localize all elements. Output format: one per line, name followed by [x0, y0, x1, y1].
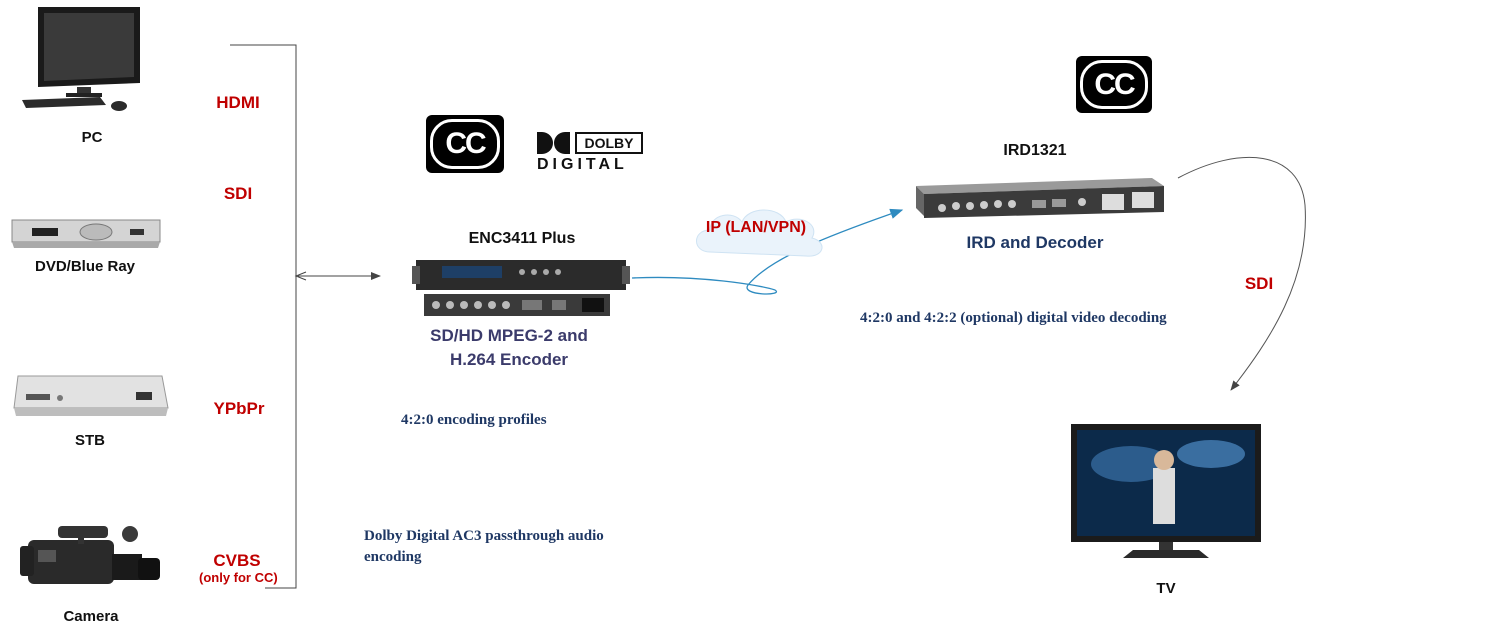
camera-icon: [18, 522, 163, 597]
encoder-feature-audio: Dolby Digital AC3 passthrough audio enco…: [364, 528, 604, 565]
sdi-input-label: SDI: [223, 184, 253, 203]
camera-label: Camera: [63, 608, 119, 625]
tv-icon: [1071, 424, 1261, 560]
ird-device-icon: [912, 172, 1164, 220]
encoder-feature-profiles: 4:2:0 encoding profiles: [401, 412, 547, 428]
encoder-title: ENC3411 Plus: [468, 230, 576, 247]
dvd-label: DVD/Blue Ray: [34, 258, 136, 275]
cc-logo-encoder: CC: [426, 115, 504, 173]
source-bracket: [230, 44, 297, 589]
stb-label: STB: [75, 432, 105, 449]
tv-label: TV: [1156, 580, 1176, 597]
dolby-text: DOLBY: [575, 132, 643, 154]
decoder-title: IRD1321: [1003, 142, 1067, 159]
dolby-digital-logo: DOLBY DIGITAL: [537, 130, 643, 176]
cc-logo-decoder: CC: [1076, 56, 1152, 113]
cc-logo-text: CC: [430, 119, 500, 169]
encoder-device-icon: [412, 258, 630, 318]
decoder-subtitle: IRD and Decoder: [966, 233, 1104, 252]
ip-network-label: IP (LAN/VPN): [705, 219, 807, 236]
pc-label: PC: [81, 129, 103, 146]
cvbs-note: (only for CC): [199, 570, 278, 585]
stb-icon: [12, 372, 170, 422]
sdi-output-label: SDI: [1244, 274, 1274, 293]
hdmi-label: HDMI: [216, 93, 260, 112]
cc-logo-text: CC: [1080, 60, 1148, 109]
decoder-feature: 4:2:0 and 4:2:2 (optional) digital video…: [860, 310, 1167, 326]
network-cloud-icon: [688, 200, 830, 262]
dvd-player-icon: [10, 212, 162, 252]
encoder-subtitle-2: H.264 Encoder: [449, 350, 569, 369]
pc-icon: [22, 5, 147, 115]
encoder-subtitle-1: SD/HD MPEG-2 and: [430, 326, 588, 345]
cvbs-label: CVBS: [213, 551, 261, 570]
sdi-output-line: [1177, 156, 1306, 391]
digital-text: DIGITAL: [537, 156, 628, 173]
ypbpr-label: YPbPr: [213, 399, 265, 418]
